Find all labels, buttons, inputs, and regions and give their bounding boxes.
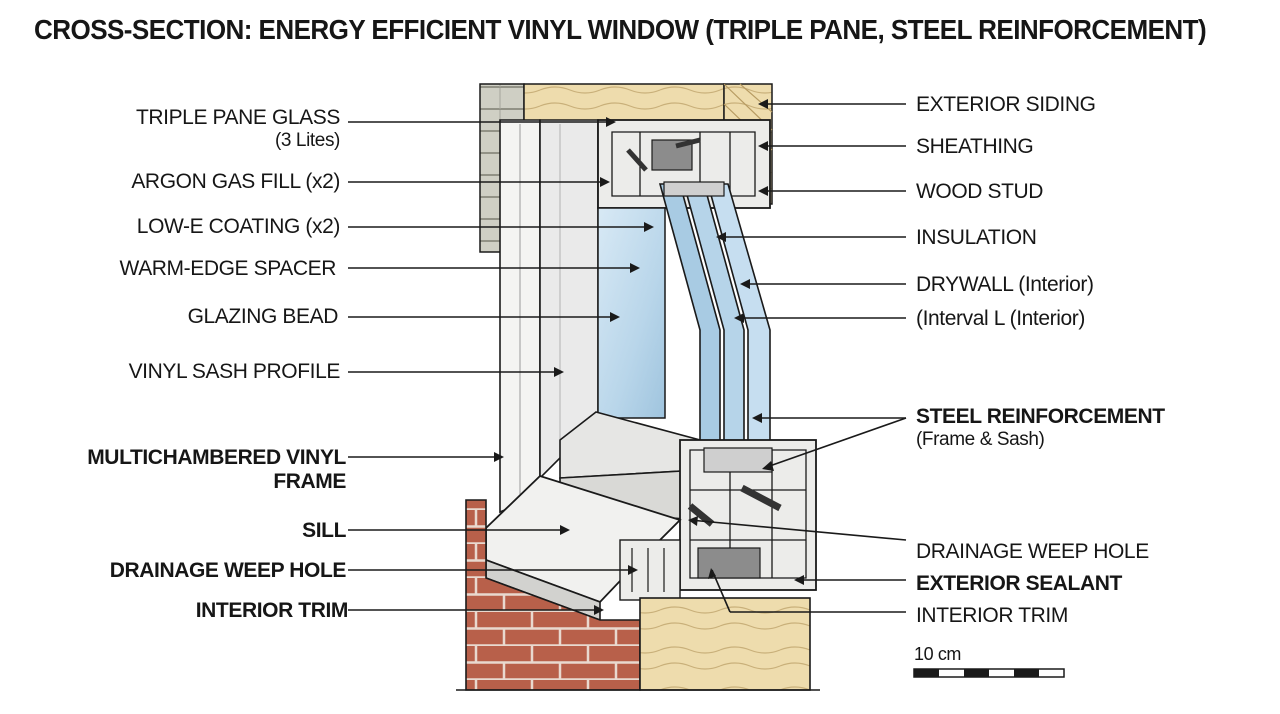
label-sub: FRAME [273, 470, 346, 493]
scale-bar [913, 668, 1065, 678]
scale-bar-label: 10 cm [914, 644, 962, 664]
right-leader-lines [689, 103, 907, 613]
label-triple-pane-glass: TRIPLE PANE GLASS (3 Lites) [136, 106, 340, 152]
label-sub: (Frame & Sash) [916, 429, 1045, 450]
label-text: STEEL REINFORCEMENT [916, 405, 1165, 428]
label-vinyl-sash-profile: VINYL SASH PROFILE [128, 360, 341, 383]
label-sill: SILL [302, 519, 346, 542]
label-wood-stud: WOOD STUD [916, 180, 1044, 203]
label-multichambered-vinyl-frame: MULTICHAMBERED VINYL FRAME [87, 446, 346, 494]
label-insulation: INSULATION [916, 226, 1037, 249]
right-arrowheads [688, 99, 804, 585]
label-drywall: DRYWALL (Interior) [916, 273, 1094, 296]
label-text: MULTICHAMBERED VINYL [87, 446, 346, 469]
label-glazing-bead: GLAZING BEAD [187, 305, 339, 328]
label-argon-gas-fill: ARGON GAS FILL (x2) [131, 170, 340, 193]
label-low-e-coating: LOW-E COATING (x2) [136, 215, 341, 238]
label-warm-edge-spacer: WARM-EDGE SPACER [119, 257, 337, 280]
left-arrowheads [494, 117, 654, 615]
label-interior-trim-right: INTERIOR TRIM [916, 604, 1068, 627]
diagram-title: CROSS-SECTION: ENERGY EFFICIENT VINYL WI… [34, 14, 1207, 45]
label-exterior-siding: EXTERIOR SIDING [916, 93, 1096, 116]
label-steel-reinforcement: STEEL REINFORCEMENT (Frame & Sash) [916, 405, 1165, 451]
label-text: TRIPLE PANE GLASS [135, 106, 340, 129]
label-sub: (3 Lites) [274, 130, 340, 151]
label-sheathing: SHEATHING [916, 135, 1034, 158]
label-interior-trim-left: INTERIOR TRIM [195, 599, 349, 622]
left-leader-lines [348, 121, 652, 611]
label-drainage-weep-hole-left: DRAINAGE WEEP HOLE [109, 559, 347, 582]
label-drainage-weep-hole-right: DRAINAGE WEEP HOLE [916, 540, 1149, 563]
label-interval-l: (Interval L (Interior) [916, 307, 1085, 330]
label-exterior-sealant: EXTERIOR SEALANT [916, 572, 1122, 595]
